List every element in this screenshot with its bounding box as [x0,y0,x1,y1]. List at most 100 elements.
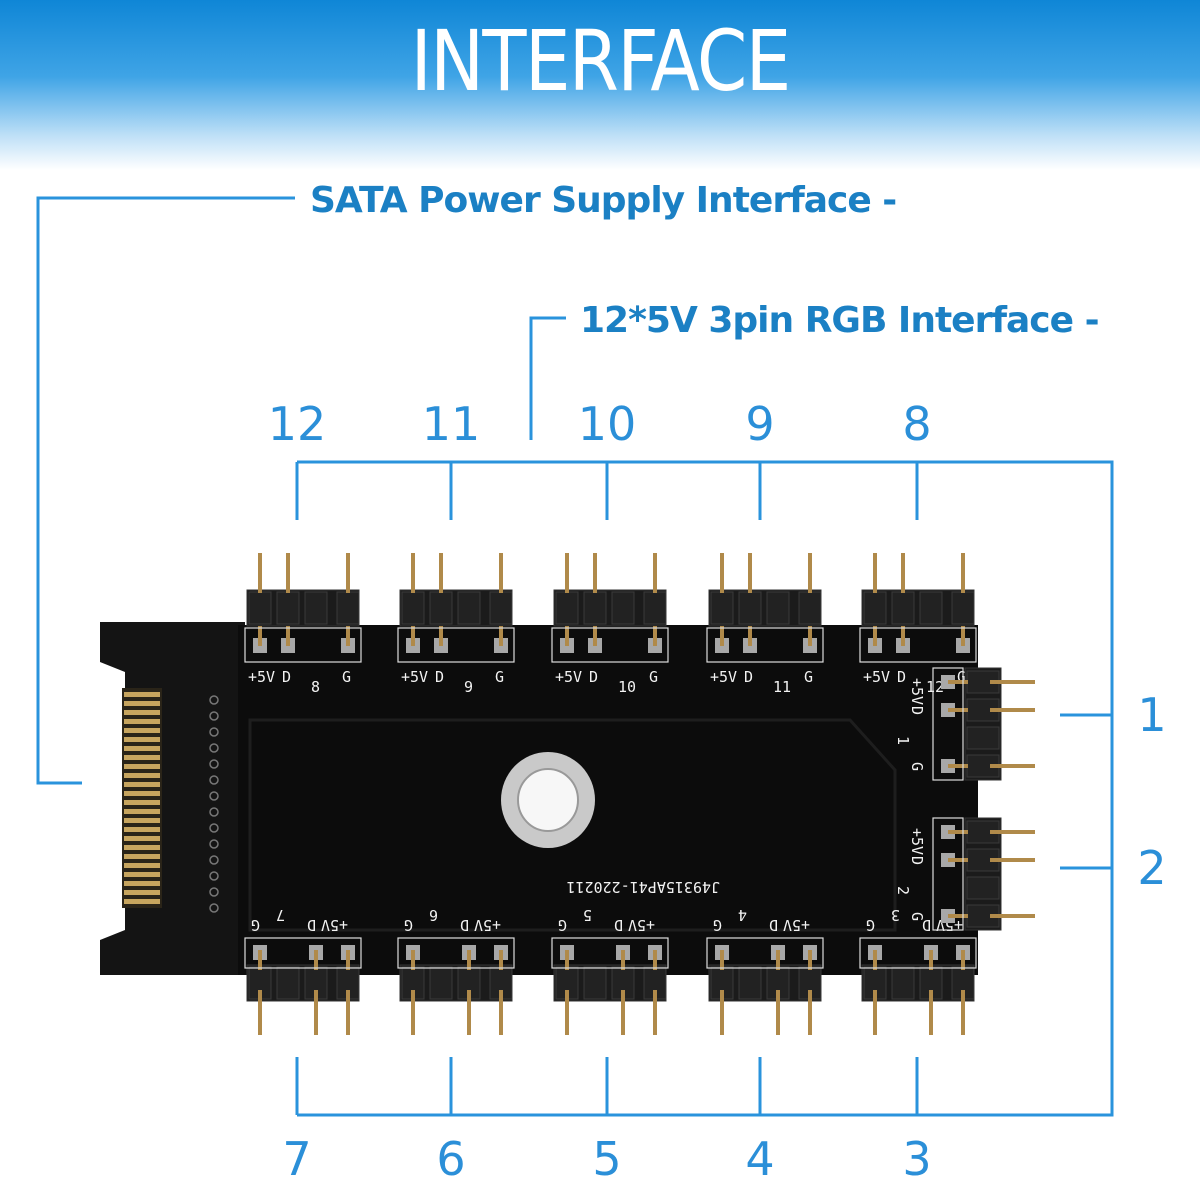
pin-label: +5V [628,916,655,934]
pin-bend [346,950,350,970]
header-pin [653,553,657,593]
sata-solder-joint [209,903,219,913]
pin-bend [948,764,968,768]
header-cell [583,591,607,625]
header-pin [990,680,1035,684]
header-cell [276,591,300,625]
header-pin [990,914,1035,918]
sata-contact [124,890,160,895]
sata-contact [124,809,160,814]
header-cell [738,591,762,625]
pin-bend [258,950,262,970]
header-cell [401,591,425,625]
pin-label: D [897,668,906,686]
port-number-bottom: 3 [902,1132,931,1179]
pin-label: G [558,916,567,934]
header-cell [248,591,272,625]
header-pin [439,553,443,593]
header-pin [720,553,724,593]
silk-port-number: 10 [618,678,636,696]
part-code: J49315AP41-220211 [566,878,720,896]
header-cell [738,966,762,1000]
pin-label: +5V [908,828,926,855]
pin-bend [565,950,569,970]
pin-label: D [589,668,598,686]
sata-contact-slot [122,688,162,908]
pin-bend [720,626,724,646]
header-cell [336,591,360,625]
pin-bend [901,626,905,646]
sata-contact [124,854,160,859]
header-pin [621,990,625,1035]
header-pin [990,858,1035,862]
sata-contact [124,881,160,886]
silk-port-number: 9 [464,678,473,696]
pcb [238,625,978,975]
pin-label: D [908,856,926,865]
header-pin [808,553,812,593]
pin-label: D [307,916,316,934]
header-pin [258,553,262,593]
header-cell [304,591,328,625]
pin-bend [286,626,290,646]
header-pin [873,553,877,593]
sata-solder-joint [209,695,219,705]
sata-contact [124,737,160,742]
pin-label: +5V [783,916,810,934]
header-pin [346,553,350,593]
pin-label: G [908,762,926,771]
pin-bend [720,950,724,970]
header-cell [966,726,1000,750]
pin-label: D [922,916,931,934]
sata-contact [124,872,160,877]
pin-label: +5V [474,916,501,934]
sata-contact [124,863,160,868]
pin-bend [948,830,968,834]
silk-port-number: 11 [773,678,791,696]
header-pin [411,553,415,593]
pin-label: G [342,668,351,686]
silk-port-number: 5 [583,906,592,924]
port-number-top: 11 [422,397,481,451]
sata-contact [124,728,160,733]
pin-label: G [649,668,658,686]
port-number-top: 9 [745,397,774,451]
pin-bend [873,626,877,646]
sata-contact [124,719,160,724]
pin-bend [621,950,625,970]
header-band [0,0,1200,170]
pin-bend [873,950,877,970]
silk-outline [244,937,362,969]
pin-bend [948,858,968,862]
pin-bend [439,626,443,646]
port-number-bottom: 7 [282,1132,311,1179]
sata-solder-joint [209,807,219,817]
pin-label: D [744,668,753,686]
silk-outline [706,627,824,663]
pin-label: +5V [863,668,890,686]
pin-label: G [908,912,926,921]
silk-outline [932,817,964,931]
header-cell [429,591,453,625]
header-pin [314,990,318,1035]
header-pin [990,830,1035,834]
pin-label: +5V [321,916,348,934]
header-cell [489,591,513,625]
silk-outline [551,627,669,663]
header-pin [748,553,752,593]
pin-label: G [713,916,722,934]
port-number-top: 10 [578,397,637,451]
silk-port-number: 1 [894,736,912,745]
pin-bend [467,950,471,970]
rgb-callout: 12*5V 3pin RGB Interface - [580,300,1099,341]
sata-solder-joint [209,887,219,897]
top-bracket [297,460,1114,1117]
header-pin [929,990,933,1035]
header-pin [467,990,471,1035]
pin-label: G [251,916,260,934]
sata-solder-joint [209,791,219,801]
